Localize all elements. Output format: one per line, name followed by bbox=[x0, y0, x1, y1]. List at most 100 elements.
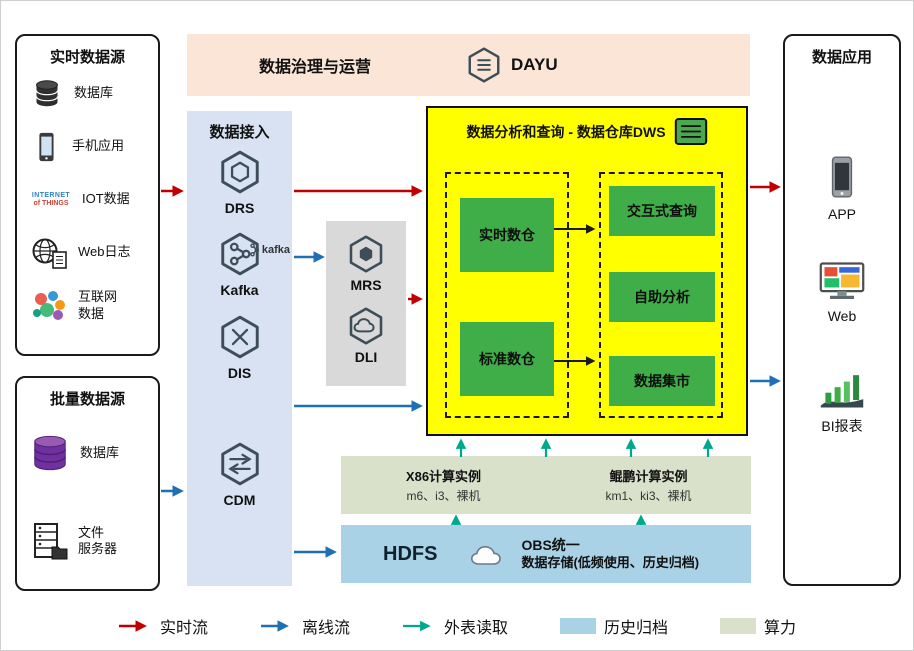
legend-item-history-archive: 历史归档 bbox=[560, 614, 668, 638]
list-item-file-server: 文件 服务器 bbox=[17, 497, 158, 585]
ingestion-panel: 数据接入 DRS Kafka bbox=[187, 111, 292, 586]
service-dis: DIS bbox=[187, 314, 292, 381]
service-kafka: Kafka kafka bbox=[187, 231, 292, 298]
obs-title: OBS统一 bbox=[521, 537, 580, 554]
service-label: CDM bbox=[223, 492, 256, 508]
web-monitor-icon bbox=[819, 262, 865, 299]
kafka-logo-badge: kafka bbox=[249, 243, 290, 257]
dis-icon bbox=[220, 315, 259, 359]
source-label: 数据库 bbox=[74, 85, 114, 101]
source-label: Web日志 bbox=[78, 244, 131, 260]
dws-title: 数据分析和查询 - 数据仓库DWS bbox=[466, 123, 666, 140]
cdm-icon bbox=[220, 442, 259, 486]
list-item-bi-report: BI报表 bbox=[785, 368, 899, 436]
legend-label: 历史归档 bbox=[604, 620, 669, 637]
mrs-dli-panel: MRS DLI bbox=[326, 221, 406, 386]
standard-warehouse-box: 标准数仓 bbox=[460, 322, 554, 396]
batch-sources-panel: 批量数据源 数据库 文件 服务器 bbox=[15, 376, 160, 591]
compute-power-swatch bbox=[720, 618, 757, 634]
realtime-sources-title: 实时数据源 bbox=[49, 49, 125, 66]
source-label: 互联网 数据 bbox=[78, 289, 118, 321]
interactive-query-box: 交互式查询 bbox=[609, 186, 715, 236]
kafka-logo-glyph-icon bbox=[250, 243, 259, 257]
legend-item-compute-power: 算力 bbox=[720, 614, 796, 638]
applications-panel: 数据应用 APP Web bbox=[783, 34, 901, 586]
legend-blue-arrow-icon bbox=[260, 620, 289, 632]
service-cdm: CDM bbox=[187, 441, 292, 508]
kunpeng-compute-spec: km1、ki3、裸机 bbox=[605, 489, 692, 503]
web-log-icon bbox=[32, 238, 67, 269]
legend-teal-arrow-icon bbox=[402, 620, 431, 632]
service-label: Kafka bbox=[220, 282, 259, 298]
ingestion-title: 数据接入 bbox=[209, 124, 270, 141]
service-drs: DRS bbox=[187, 149, 292, 216]
service-label: DRS bbox=[224, 200, 255, 216]
iot-icon: INTERNET of THINGS bbox=[29, 192, 73, 207]
iot-logo-text-1: INTERNET bbox=[31, 191, 71, 199]
list-item-iot-data: INTERNET of THINGS IOT数据 bbox=[17, 173, 158, 226]
warehouse-group: 实时数仓 标准数仓 bbox=[445, 172, 569, 418]
internet-data-icon bbox=[33, 290, 65, 320]
service-label: DLI bbox=[354, 349, 378, 365]
obs-description: 数据存储(低频使用、历史归档) bbox=[521, 554, 700, 570]
dws-panel: 数据分析和查询 - 数据仓库DWS 实时数仓 标准数仓 交互式查询 自助分析 数… bbox=[426, 106, 748, 436]
governance-banner: 数据治理与运营 DAYU bbox=[187, 34, 750, 96]
compute-instances-panel: X86计算实例 m6、i3、裸机 鲲鹏计算实例 km1、ki3、裸机 bbox=[341, 456, 751, 514]
list-item-web: Web bbox=[785, 260, 899, 324]
kunpeng-compute-title: 鲲鹏计算实例 bbox=[609, 469, 688, 484]
realtime-sources-panel: 实时数据源 数据库 手机应用 INTERNET of THINGS IOT数据 bbox=[15, 34, 160, 356]
legend: 实时流 离线流 外表读取 历史归档 算力 bbox=[1, 614, 913, 638]
service-label: MRS bbox=[350, 277, 382, 293]
service-label: DIS bbox=[227, 365, 252, 381]
database-icon bbox=[35, 79, 59, 106]
governance-title: 数据治理与运营 bbox=[259, 59, 372, 76]
legend-label: 实时流 bbox=[159, 620, 208, 637]
obs-text: OBS统一 数据存储(低频使用、历史归档) bbox=[521, 537, 699, 571]
obs-cloud-icon bbox=[471, 545, 502, 565]
hdfs-label: HDFS bbox=[383, 542, 438, 565]
file-server-icon bbox=[34, 523, 68, 560]
batch-sources-title: 批量数据源 bbox=[49, 391, 125, 408]
x86-compute-spec: m6、i3、裸机 bbox=[406, 489, 481, 503]
legend-label: 算力 bbox=[764, 620, 797, 637]
legend-red-arrow-icon bbox=[118, 620, 147, 632]
dws-title-row: 数据分析和查询 - 数据仓库DWS bbox=[428, 117, 746, 146]
list-item-database: 数据库 bbox=[17, 67, 158, 120]
analysis-service-group: 交互式查询 自助分析 数据集市 bbox=[599, 172, 723, 418]
realtime-warehouse-box: 实时数仓 bbox=[460, 198, 554, 272]
list-item-app: APP bbox=[785, 154, 899, 222]
legend-item-realtime-flow: 实时流 bbox=[118, 614, 208, 638]
legend-item-offline-flow: 离线流 bbox=[260, 614, 350, 638]
legend-label: 外表读取 bbox=[443, 620, 508, 637]
source-label: 数据库 bbox=[80, 444, 120, 460]
legend-item-external-read: 外表读取 bbox=[402, 614, 508, 638]
list-item-database-batch: 数据库 bbox=[17, 409, 158, 497]
kafka-badge-text: kafka bbox=[261, 244, 290, 256]
dayu-hexagon-icon bbox=[468, 47, 500, 83]
dli-icon bbox=[349, 307, 383, 345]
bi-chart-icon bbox=[820, 375, 864, 408]
kafka-icon bbox=[220, 232, 259, 276]
source-label: 文件 服务器 bbox=[78, 524, 118, 556]
list-item-mobile-app: 手机应用 bbox=[17, 120, 158, 173]
source-label: IOT数据 bbox=[82, 191, 130, 207]
legend-label: 离线流 bbox=[301, 620, 350, 637]
application-label: Web bbox=[827, 308, 857, 324]
database-purple-icon bbox=[34, 435, 66, 471]
kunpeng-compute: 鲲鹏计算实例 km1、ki3、裸机 bbox=[546, 456, 751, 514]
drs-icon bbox=[220, 150, 259, 194]
source-label: 手机应用 bbox=[72, 138, 125, 154]
dayu-label: DAYU bbox=[511, 55, 558, 74]
applications-title: 数据应用 bbox=[811, 49, 872, 66]
application-label: BI报表 bbox=[821, 418, 863, 434]
service-mrs: MRS bbox=[326, 234, 406, 293]
self-service-analysis-box: 自助分析 bbox=[609, 272, 715, 322]
hdfs-obs-panel: HDFS OBS统一 数据存储(低频使用、历史归档) bbox=[341, 525, 751, 583]
dayu-logo: DAYU bbox=[465, 46, 558, 84]
x86-compute-title: X86计算实例 bbox=[405, 469, 482, 484]
app-phone-icon bbox=[831, 156, 853, 198]
iot-logo-text-2: of THINGS bbox=[33, 199, 69, 207]
application-label: APP bbox=[827, 206, 856, 222]
service-dli: DLI bbox=[326, 306, 406, 365]
